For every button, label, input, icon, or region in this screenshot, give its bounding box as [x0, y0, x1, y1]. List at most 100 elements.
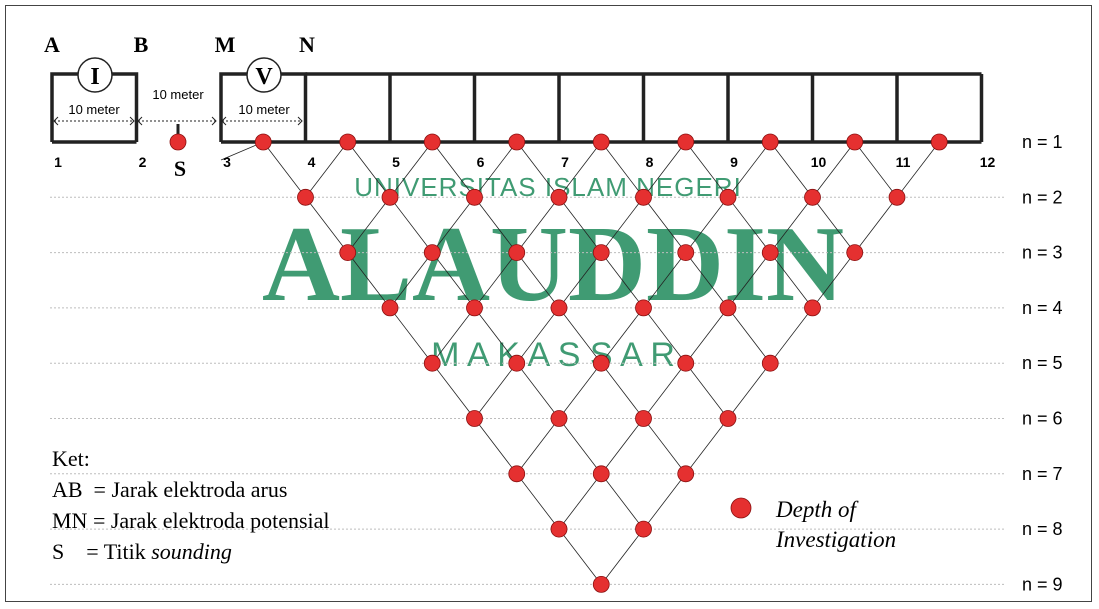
depth-point-n3-0 — [339, 244, 357, 262]
sounding-label: S — [174, 156, 186, 181]
electrode-number-9: 9 — [730, 154, 738, 170]
spacing-mn-label: 10 meter — [238, 102, 290, 117]
depth-point-n1-7 — [846, 133, 864, 151]
depth-point-n4-1 — [466, 299, 483, 317]
level-label-6: n = 6 — [1022, 409, 1063, 429]
cross-line-right-7 — [854, 141, 898, 198]
legend-ket: Ket: — [52, 446, 90, 471]
depth-point-n1-6 — [761, 133, 779, 151]
electrode-grid — [50, 72, 984, 144]
legend-s-prefix: S = Titik — [52, 539, 151, 564]
legend-ab: AB = Jarak elektroda arus — [52, 477, 287, 502]
level-label-9: n = 9 — [1022, 574, 1063, 594]
diagram-frame — [5, 5, 1092, 602]
electrode-number-4: 4 — [308, 154, 316, 170]
level-label-3: n = 3 — [1022, 243, 1063, 263]
electrode-number-1: 1 — [54, 154, 62, 170]
level-label-7: n = 7 — [1022, 464, 1063, 484]
current-meter-label: I — [90, 64, 99, 90]
sounding-point — [169, 133, 187, 151]
level-label-1: n = 1 — [1022, 132, 1063, 152]
electrode-number-7: 7 — [561, 154, 569, 170]
cross-line-right-1 — [347, 141, 644, 530]
depth-point-n1-4 — [592, 133, 610, 151]
cross-line-left-5 — [474, 141, 687, 419]
electrode-number-5: 5 — [392, 154, 400, 170]
depth-point-n3-5 — [761, 244, 779, 262]
electrode-number-8: 8 — [646, 154, 654, 170]
level-label-8: n = 8 — [1022, 519, 1063, 539]
cross-line-right-5 — [685, 141, 813, 309]
depth-point-n6-2 — [635, 410, 652, 427]
depth-point-n8-0 — [550, 520, 568, 538]
voltage-meter-icon: V — [246, 57, 282, 93]
depth-point-n2-1 — [381, 188, 399, 206]
legend-doi-line1: Depth of — [775, 497, 859, 522]
spacing-bm: 10 meter — [137, 87, 217, 126]
cross-line-left-1 — [305, 141, 349, 198]
depth-point-n5-1 — [508, 354, 526, 372]
current-circuit — [50, 72, 139, 142]
level-label-5: n = 5 — [1022, 353, 1063, 373]
level-labels: n = 1n = 2n = 3n = 4n = 5n = 6n = 7n = 8… — [1022, 132, 1063, 594]
depth-point-n3-1 — [423, 244, 441, 262]
depth-point-n1-3 — [508, 133, 526, 151]
legend-doi-line2: Investigation — [775, 527, 896, 552]
depth-point-n2-2 — [466, 188, 483, 206]
depth-point-n2-0 — [297, 188, 314, 206]
depth-point-n6-0 — [466, 410, 483, 427]
depth-point-n5-4 — [761, 354, 779, 372]
depth-point-n7-2 — [677, 465, 695, 483]
depth-point-n5-2 — [592, 354, 610, 372]
spacing-mn: 10 meter — [221, 102, 303, 126]
depth-point-n2-5 — [719, 188, 737, 206]
current-meter-icon: I — [77, 57, 113, 93]
depth-point-n2-3 — [550, 188, 568, 206]
watermark-line3: M A K A S S A R — [431, 336, 675, 374]
depth-point-n7-1 — [592, 465, 610, 483]
depth-point-n2-4 — [635, 188, 652, 206]
electrode-number-3: 3 — [223, 154, 231, 170]
electrode-number-12: 12 — [980, 154, 996, 170]
level-guide-lines — [50, 196, 1005, 585]
legend: Ket: AB = Jarak elektroda arus MN = Jara… — [52, 446, 896, 564]
depth-point-n6-1 — [550, 410, 568, 427]
depth-point-n2-6 — [804, 188, 821, 206]
electrode-m-label: M — [215, 32, 236, 57]
depth-point-n1-2 — [423, 133, 441, 151]
depth-point-n1-0 — [254, 133, 272, 151]
spacing-ab-label: 10 meter — [68, 102, 120, 117]
depth-point-n3-6 — [846, 244, 864, 262]
depth-point-n3-3 — [592, 244, 610, 262]
spacing-bm-label: 10 meter — [152, 87, 204, 102]
cross-line-left-3 — [389, 141, 518, 309]
depth-point-n4-4 — [719, 299, 737, 317]
depth-point-n4-2 — [550, 299, 568, 317]
legend-point-icon — [730, 497, 752, 519]
depth-point-n4-0 — [381, 299, 399, 317]
electrode-number-2: 2 — [139, 154, 147, 170]
cross-line-left-7 — [558, 141, 856, 530]
depth-point-n6-3 — [719, 410, 737, 427]
cross-line-right-3 — [516, 141, 729, 419]
depth-point-n8-1 — [635, 520, 652, 538]
depth-point-n3-4 — [677, 244, 695, 262]
depth-point-n9-0 — [592, 576, 610, 593]
depth-points — [254, 133, 948, 593]
depth-point-n5-0 — [423, 354, 441, 372]
depth-point-n1-1 — [339, 133, 357, 151]
electrode-a-label: A — [44, 32, 60, 57]
depth-point-n5-3 — [677, 354, 695, 372]
voltage-meter-label: V — [255, 64, 273, 90]
electrode-number-11: 11 — [896, 154, 911, 170]
spacing-ab: 10 meter — [53, 102, 135, 126]
depth-point-n1-8 — [930, 133, 948, 151]
electrode-n-label: N — [299, 32, 315, 57]
depth-point-n7-0 — [508, 465, 526, 483]
electrode-number-10: 10 — [811, 154, 827, 170]
depth-point-n3-2 — [508, 244, 526, 262]
legend-s: S = Titik sounding — [52, 539, 232, 564]
level-label-2: n = 2 — [1022, 187, 1063, 207]
